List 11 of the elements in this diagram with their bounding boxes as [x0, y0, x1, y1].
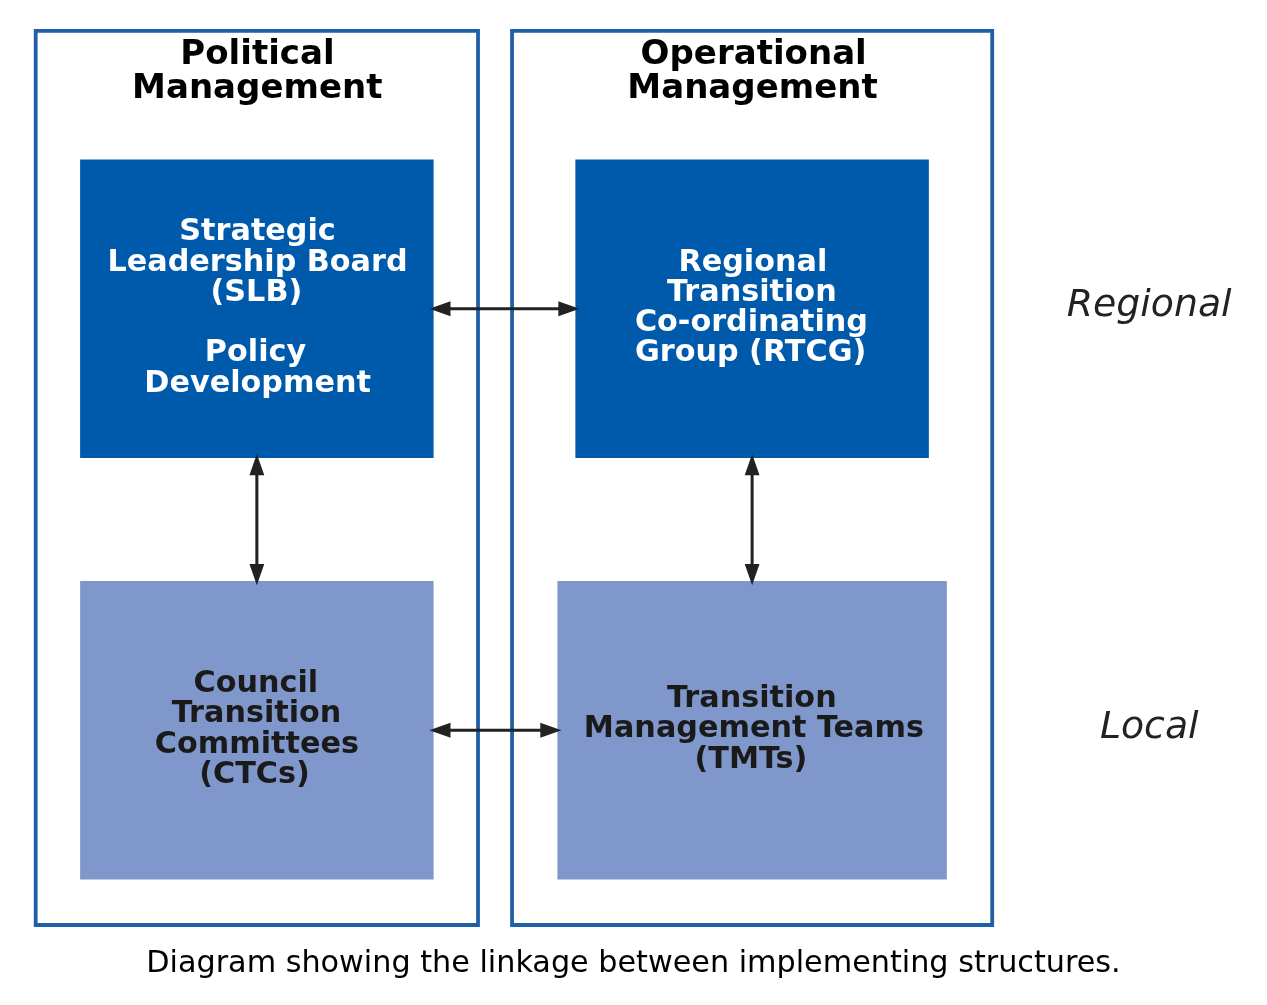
node-box: Strategic Leadership Board (SLB) Policy Development [80, 159, 434, 459]
label: Regional [1066, 281, 1232, 326]
node-box: Council Transition Committees (CTCs) [80, 580, 434, 880]
arrow [249, 453, 265, 586]
arrow [429, 722, 562, 738]
node-box: Transition Management Teams (TMTs) [557, 580, 947, 880]
node-box: Regional Transition Co-ordinating Group (RTCG) [575, 159, 929, 459]
arrow [744, 453, 760, 586]
caption: Diagram showing the linkage between implementing structures. [146, 943, 1121, 979]
label: Local [1099, 702, 1199, 747]
arrow [429, 301, 580, 317]
